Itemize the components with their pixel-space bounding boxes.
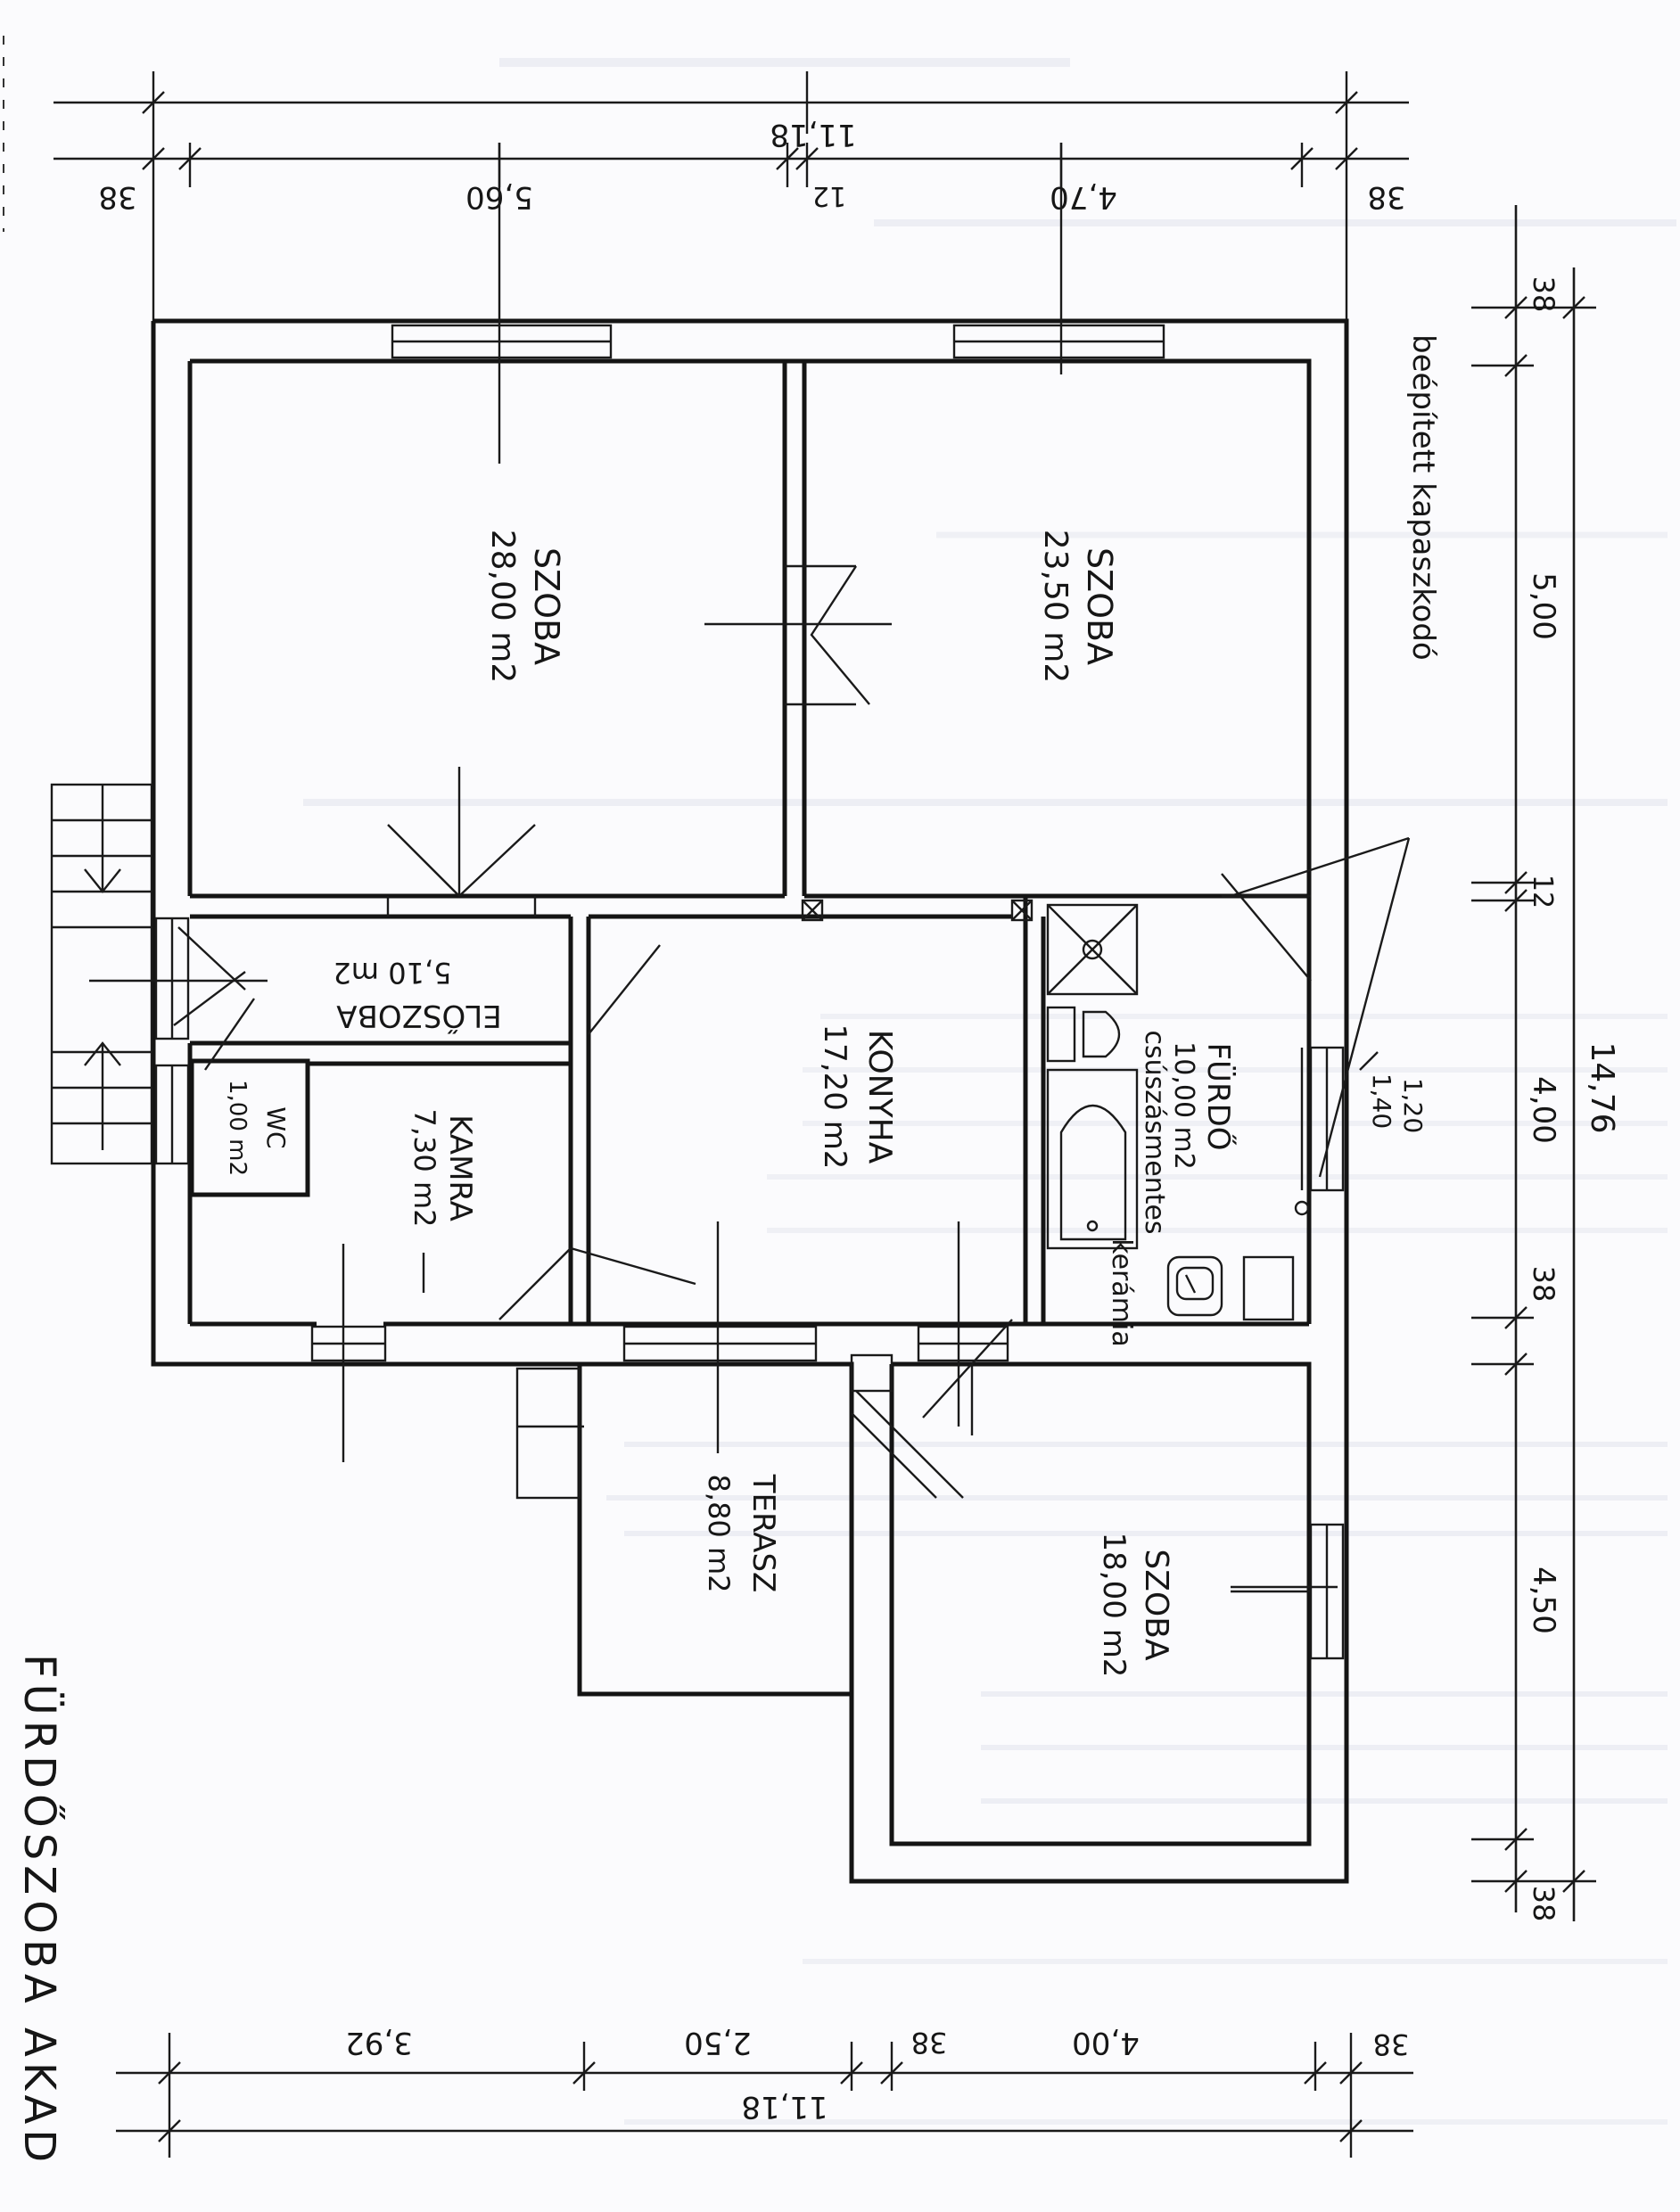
axis-lines <box>342 143 1338 1589</box>
right-dim-seg-2: 5,00 <box>1526 572 1561 640</box>
bottom-dimension-chain: 3,92 2,50 38 4,00 38 11,18 <box>116 2025 1413 2158</box>
right-dim-seg-5: 38 <box>1527 1266 1561 1303</box>
bathroom-fixtures <box>1046 903 1310 1321</box>
room-name: SZOBA <box>1080 547 1119 665</box>
room-area: 28,00 m2 <box>484 530 521 683</box>
room-area: 1,00 m2 <box>224 1080 251 1176</box>
room-name: WC <box>261 1106 291 1148</box>
room-area: 5,10 m2 <box>334 956 452 990</box>
room-name: KAMRA <box>442 1114 478 1221</box>
drawing-caption: FÜRDŐSZOBA AKAD <box>14 1654 65 2167</box>
room-szoba-top-right: SZOBA 23,50 m2 <box>1037 530 1119 683</box>
windows <box>154 324 1345 1660</box>
room-name: ELŐSZOBA <box>336 998 501 1034</box>
top-dim-seg-5: 38 <box>1367 179 1405 215</box>
columns <box>801 899 1034 922</box>
room-area: 17,20 m2 <box>817 1024 852 1170</box>
right-dim-seg-7: 38 <box>1527 1886 1561 1922</box>
grab-bar-leader <box>1318 837 1411 1178</box>
room-name: SZOBA <box>1138 1549 1174 1661</box>
room-area: 23,50 m2 <box>1037 530 1074 683</box>
room-name: FÜRDŐ <box>1200 1042 1237 1150</box>
top-total-dimension: 11,18 <box>770 117 856 152</box>
room-area: 8,80 m2 <box>702 1475 736 1593</box>
door-height-tick <box>1359 1051 1379 1071</box>
right-total-dimension: 14,76 <box>1584 1041 1620 1133</box>
room-konyha: KONYHA 17,20 m2 <box>817 1024 898 1170</box>
room-szoba-bottom-right: SZOBA 18,00 m2 <box>1096 1533 1174 1678</box>
bottom-dim-seg-5: 38 <box>1373 2027 1410 2061</box>
room-area: 10,00 m2 <box>1168 1041 1199 1170</box>
room-szoba-top-left: SZOBA 28,00 m2 <box>484 530 566 683</box>
right-dim-seg-4: 4,00 <box>1526 1076 1561 1144</box>
top-dimension-chain: 11,18 38 5,60 12 4,70 38 <box>54 71 1409 321</box>
door-height-top: 1,40 <box>1367 1073 1396 1129</box>
top-dim-seg-1: 38 <box>98 179 136 215</box>
room-eloszoba: ELŐSZOBA 5,10 m2 <box>334 956 502 1034</box>
bottom-total-dimension: 11,18 <box>741 2089 828 2125</box>
room-area: 7,30 m2 <box>408 1109 441 1228</box>
bleed-through <box>303 58 1676 2125</box>
room-name: TERASZ <box>745 1474 781 1593</box>
room-area: 18,00 m2 <box>1096 1533 1132 1678</box>
interior-walls <box>50 361 1309 1697</box>
grab-bar-leader-2 <box>1230 836 1410 898</box>
right-dim-seg-1: 38 <box>1527 276 1561 313</box>
right-dimension-chain: 38 5,00 12 4,00 38 4,50 38 14,76 <box>1471 205 1620 1921</box>
room-terasz: TERASZ 8,80 m2 <box>702 1474 781 1593</box>
doors <box>173 564 1312 1593</box>
top-dim-seg-4: 4,70 <box>1050 179 1117 215</box>
outer-walls <box>151 318 1349 1884</box>
floor-note-line2: kerámia <box>1106 1238 1137 1346</box>
bottom-dim-seg-3: 38 <box>911 2026 948 2060</box>
room-furdo: FÜRDŐ 10,00 m2 csúszásmentes kerámia <box>1106 1030 1237 1346</box>
grab-bar-note: beépített kapaszkodó <box>1405 334 1441 661</box>
room-name: KONYHA <box>861 1030 898 1164</box>
room-name: SZOBA <box>527 547 566 665</box>
room-wc: WC 1,00 m2 <box>224 1080 291 1176</box>
bottom-dim-seg-1: 3,92 <box>345 2025 413 2060</box>
bottom-dim-seg-2: 2,50 <box>684 2025 752 2060</box>
right-dim-seg-6: 4,50 <box>1526 1566 1561 1634</box>
door-height-bottom: 1,20 <box>1398 1078 1428 1133</box>
room-labels: SZOBA 28,00 m2 SZOBA 23,50 m2 ELŐSZOBA 5… <box>224 530 1237 1678</box>
room-kamra: KAMRA 7,30 m2 <box>408 1109 478 1228</box>
bottom-dim-seg-4: 4,00 <box>1072 2025 1140 2060</box>
top-dim-seg-3: 12 <box>812 180 846 211</box>
floor-note-line1: csúszásmentes <box>1139 1030 1170 1234</box>
right-dim-seg-3: 12 <box>1527 875 1558 909</box>
